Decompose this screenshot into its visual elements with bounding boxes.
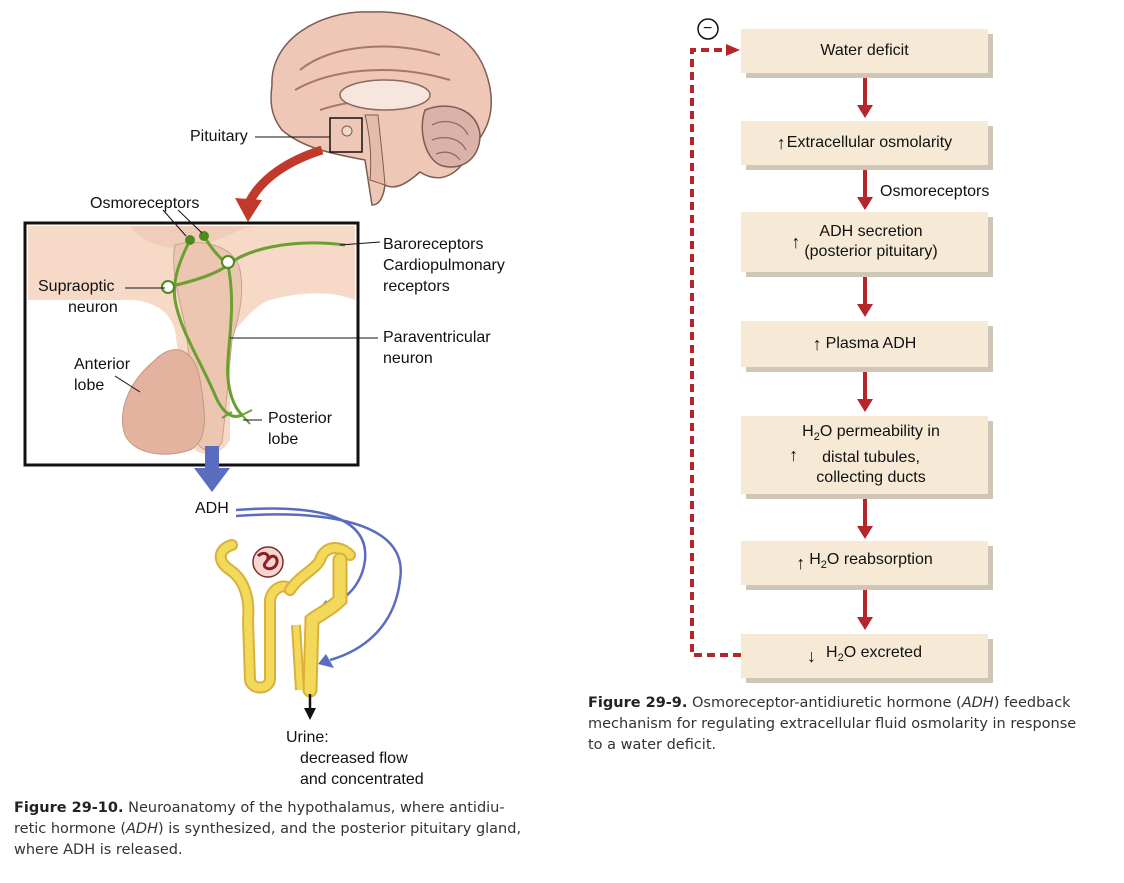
osmoreceptors-label: Osmoreceptors [90, 195, 200, 212]
permeability-line1: H2O permeability in [802, 423, 940, 444]
up-arrow-icon: ↑ [812, 334, 822, 354]
reabsorption-text: H2O reabsorption [809, 551, 933, 572]
left-caption-line3: where ADH is released. [14, 842, 183, 858]
left-figure-caption: Figure 29-10. Neuroanatomy of the hypoth… [14, 798, 534, 861]
posterior-lobe-label: lobe [268, 431, 299, 448]
brain-icon [270, 11, 493, 206]
excreted-text: H2O excreted [826, 644, 922, 665]
urine-label: Urine: [286, 729, 329, 746]
urine-conc-label: and concentrated [300, 771, 424, 788]
permeability-line3: collecting ducts [816, 468, 926, 486]
adh-label: ADH [195, 500, 229, 517]
up-arrow-icon: ↑ [776, 133, 786, 153]
step-plasma-adh: ↑ Plasma ADH [741, 321, 988, 367]
left-caption-line1: Neuroanatomy of the hypothalamus, where … [128, 800, 505, 816]
adh-secretion-line2: (posterior pituitary) [804, 243, 938, 260]
right-figure-caption: Figure 29-9. Osmoreceptor-antidiuretic h… [588, 693, 1108, 756]
osmoreceptors-flow-label: Osmoreceptors [880, 183, 990, 200]
step-reabsorption: ↑ H2O reabsorption [741, 541, 988, 585]
water-deficit-text: Water deficit [820, 42, 909, 59]
step-adh-secretion: ↑ ADH secretion (posterior pituitary) [741, 212, 988, 272]
receptors-label: receptors [383, 278, 450, 295]
up-arrow-icon: ↑ [796, 553, 806, 573]
nephron-icon [214, 539, 356, 698]
baroreceptors-label: Baroreceptors [383, 236, 484, 253]
plasma-adh-text: Plasma ADH [825, 335, 917, 352]
pituitary-label: Pituitary [190, 128, 248, 145]
right-caption-line1-pre: Osmoreceptor-antidiuretic hormone ( [692, 695, 962, 711]
supraoptic-neuron-label: neuron [68, 299, 118, 316]
left-caption-number: Figure 29-10. [14, 800, 124, 816]
paraventricular-label: Paraventricular [383, 329, 491, 346]
supraoptic-label: Supraoptic [38, 278, 115, 295]
feedback-sign: − [703, 20, 713, 37]
urine-flow-label: decreased flow [300, 750, 408, 767]
step-excreted: ↓ H2O excreted [741, 634, 988, 678]
pituitary-inset [28, 226, 355, 455]
neuroanatomy-illustration [23, 11, 493, 720]
anterior-label: Anterior [74, 356, 131, 373]
osmolarity-text: Extracellular osmolarity [786, 134, 953, 151]
step-osmolarity: ↑ Extracellular osmolarity [741, 121, 988, 165]
right-caption-abbr: ADH [961, 695, 994, 711]
step-water-deficit: Water deficit [741, 29, 988, 73]
left-caption-line2-pre: retic hormone ( [14, 821, 126, 837]
right-caption-line3: to a water deficit. [588, 737, 717, 753]
paraventricular-neuron-label: neuron [383, 350, 433, 367]
right-caption-line2: mechanism for regulating extracellular f… [588, 716, 1077, 732]
right-caption-number: Figure 29-9. [588, 695, 688, 711]
down-arrow-icon: ↓ [807, 646, 817, 666]
cardiopulmonary-label: Cardiopulmonary [383, 257, 505, 274]
left-caption-line2-post: ) is synthesized, and the posterior pitu… [158, 821, 522, 837]
step-permeability: ↑ H2O permeability in distal tubules, co… [741, 416, 988, 494]
right-caption-line1-post: ) feedback [993, 695, 1071, 711]
permeability-line2: distal tubules, [822, 448, 920, 466]
up-arrow-icon: ↑ [791, 232, 801, 252]
adh-secretion-line1: ADH secretion [819, 223, 923, 240]
posterior-label: Posterior [268, 410, 333, 427]
up-arrow-icon: ↑ [789, 445, 799, 465]
anterior-lobe-label: lobe [74, 377, 105, 394]
left-caption-abbr: ADH [126, 821, 158, 837]
